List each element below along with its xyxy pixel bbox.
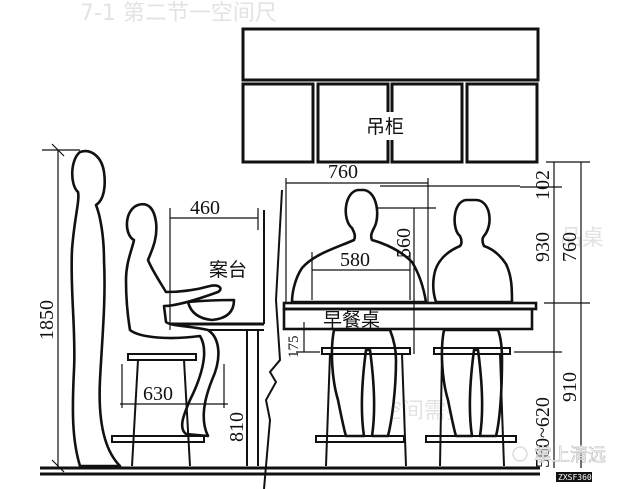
- dim-shoulder-width: 580: [340, 249, 370, 271]
- ghost-text-top: 7-1 第二节一空间尺: [80, 1, 277, 26]
- breakfast-table: [282, 301, 538, 331]
- wall-cabinet-label: 吊柜: [366, 116, 404, 138]
- floor-line: [40, 466, 540, 476]
- break-line: [263, 189, 283, 489]
- breakfast-table-label: 早餐桌: [323, 309, 380, 331]
- dim-counter-depth: 460: [190, 197, 220, 219]
- dim-table-to-cabinet: 930: [532, 232, 554, 262]
- watermark: 掌上清远 ZXSF360: [512, 445, 606, 482]
- wall-cabinet: [241, 27, 540, 164]
- front-person-1-torso: [290, 188, 428, 304]
- dim-seated-eye-height: 560: [393, 228, 415, 258]
- front-person-2-torso: [431, 198, 514, 304]
- front-person-2-legs: [425, 328, 517, 467]
- dim-standing-height: 1850: [36, 300, 58, 340]
- bowl-icon: [186, 298, 236, 322]
- dim-stool-span: 630: [143, 383, 173, 405]
- dim-counter-height: 810: [226, 412, 248, 442]
- ghost-text-right: 品桌: [560, 226, 604, 251]
- front-person-1-legs: [315, 328, 411, 467]
- seated-person-at-counter: [124, 202, 222, 438]
- dim-cabinet-clearance: 760: [559, 232, 581, 262]
- right-dimension-chain: [514, 161, 590, 468]
- dim-table-height: 910: [559, 372, 581, 402]
- stool-left: [111, 353, 205, 467]
- dim-thigh-clearance: 175: [286, 336, 302, 359]
- dim-stool-height: 560~620: [532, 397, 554, 468]
- watermark-text: 掌上清远: [534, 445, 606, 466]
- counter-label: 案台: [209, 259, 247, 281]
- standing-person-figure: [70, 149, 122, 468]
- dim-table-width-person: 760: [328, 161, 358, 183]
- dim-cabinet-gap: 102: [532, 170, 554, 200]
- watermark-subtext: ZXSF360: [558, 473, 592, 482]
